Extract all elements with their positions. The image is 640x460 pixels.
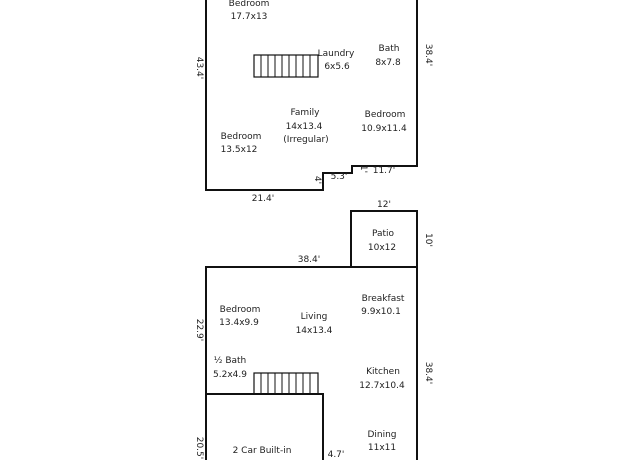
room-name-upper-bedroom-1: Bedroom <box>229 0 270 9</box>
room-name-family: Family <box>291 108 321 118</box>
dim-upper-left: 43.4' <box>194 57 204 80</box>
room-name-upper-bedroom-2: Bedroom <box>365 110 406 120</box>
room-size-family: 14x13.4 <box>286 122 323 132</box>
room-size-upper-bedroom-1: 17.7x13 <box>231 12 268 22</box>
lower-staircase <box>253 372 319 395</box>
dim-lower-top: 38.4' <box>298 255 321 265</box>
garage-outline <box>206 393 324 460</box>
dim-upper-notch-c: 1' <box>358 165 368 173</box>
room-name-laundry: Laundry <box>318 49 355 59</box>
room-name-living: Living <box>301 312 328 322</box>
room-name-dining: Dining <box>367 430 396 440</box>
room-size-bath: 8x7.8 <box>375 58 401 68</box>
upper-staircase <box>253 54 319 78</box>
room-size-lower-bedroom: 13.4x9.9 <box>219 318 259 328</box>
room-size-half-bath: 5.2x4.9 <box>213 370 247 380</box>
room-note-family: (Irregular) <box>283 135 328 145</box>
lower-floor: Patio 10x12 Bedroom 13.4x9.9 Living 14x1… <box>194 200 433 460</box>
room-size-breakfast: 9.9x10.1 <box>361 307 401 317</box>
room-size-kitchen: 12.7x10.4 <box>359 381 405 391</box>
lower-floor-outline <box>205 210 418 460</box>
room-name-half-bath: ½ Bath <box>214 356 247 366</box>
room-name-kitchen: Kitchen <box>366 367 400 377</box>
room-size-upper-bedroom-2: 10.9x11.4 <box>361 124 407 134</box>
upper-floor: Bedroom 17.7x13 Laundry 6x5.6 Bath 8x7.8… <box>194 0 433 204</box>
room-size-living: 14x13.4 <box>296 326 333 336</box>
dim-upper-bottom: 21.4' <box>252 194 275 204</box>
dim-patio-top: 12' <box>377 200 391 210</box>
upper-floor-outline <box>205 0 418 191</box>
room-size-patio: 10x12 <box>368 243 396 253</box>
dim-upper-right: 38.4' <box>423 44 433 67</box>
dim-upper-notch-b: 5.3' <box>331 172 348 182</box>
room-name-lower-bedroom: Bedroom <box>220 305 261 315</box>
room-size-dining: 11x11 <box>368 443 396 453</box>
room-size-upper-bedroom-3: 13.5x12 <box>221 145 258 155</box>
dim-patio-right: 10' <box>423 233 433 247</box>
room-name-garage: 2 Car Built-in <box>233 446 292 456</box>
room-size-laundry: 6x5.6 <box>324 62 350 72</box>
dim-lower-right: 38.4' <box>423 362 433 385</box>
room-name-upper-bedroom-3: Bedroom <box>221 132 262 142</box>
dim-upper-notch-d: 11.7' <box>373 166 396 176</box>
dim-upper-notch-a: 4' <box>312 176 322 184</box>
dim-garage-left: 20.5' <box>194 437 204 460</box>
dim-garage-right: 4.7' <box>328 450 345 460</box>
room-name-patio: Patio <box>372 229 395 239</box>
room-name-bath: Bath <box>379 44 400 54</box>
room-name-breakfast: Breakfast <box>362 294 405 304</box>
dim-lower-left: 22.9' <box>194 319 204 342</box>
